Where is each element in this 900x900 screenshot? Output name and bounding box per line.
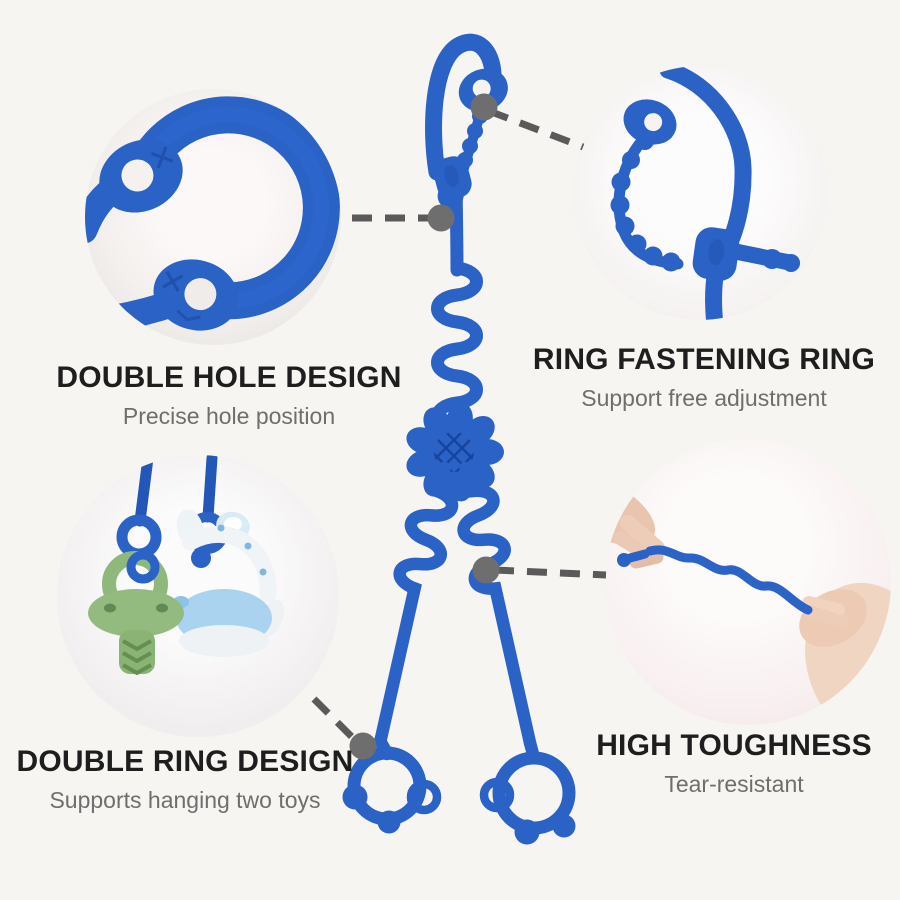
leader-line-high-toughness bbox=[493, 566, 607, 579]
callout-subtitle: Precise hole position bbox=[122, 403, 336, 429]
stretch-test-art bbox=[605, 470, 891, 725]
upper-hole-tab bbox=[99, 139, 183, 213]
connector-dot-fastening-ring bbox=[470, 93, 498, 121]
inset-double-hole-photo bbox=[85, 89, 341, 345]
leader-line-double-ring bbox=[311, 696, 359, 744]
callout-fastening-ring: RING FASTENING RING Support free adjustm… bbox=[494, 342, 900, 413]
right-hand bbox=[799, 582, 891, 725]
inset-stretch-test-photo bbox=[605, 439, 891, 725]
connector-dots bbox=[349, 93, 500, 760]
right-toy-ring bbox=[479, 736, 576, 845]
pacifier-clip-product bbox=[342, 33, 576, 845]
left-toy-ring bbox=[342, 734, 442, 834]
callout-title: DOUBLE RING DESIGN bbox=[16, 745, 354, 778]
lower-hole-tab bbox=[153, 259, 239, 331]
teether-toy bbox=[173, 509, 285, 657]
hanging-toys-art bbox=[88, 455, 285, 676]
connector-dot-high-toughness bbox=[472, 556, 500, 584]
top-slider-fastener bbox=[433, 156, 472, 209]
callout-subtitle: Support free adjustment bbox=[581, 385, 827, 411]
inset-fastening-ring-photo bbox=[573, 66, 827, 320]
double-hole-art bbox=[85, 96, 340, 333]
connector-dot-double-hole bbox=[427, 204, 455, 232]
fastening-ring-art bbox=[610, 66, 800, 320]
slider-fastener bbox=[692, 227, 800, 281]
loop-hole-tab bbox=[623, 99, 677, 145]
callout-title: RING FASTENING RING bbox=[532, 343, 876, 376]
leader-lines bbox=[311, 107, 607, 744]
callout-subtitle: Tear-resistant bbox=[664, 771, 804, 797]
callout-title: DOUBLE HOLE DESIGN bbox=[56, 361, 402, 394]
stretched-strap bbox=[617, 545, 813, 615]
inset-hanging-toys-photo bbox=[57, 455, 339, 737]
callout-double-hole: DOUBLE HOLE DESIGN Precise hole position bbox=[19, 360, 439, 431]
callout-title: HIGH TOUGHNESS bbox=[596, 729, 872, 762]
connector-dot-double-ring bbox=[349, 732, 377, 760]
callout-subtitle: Supports hanging two toys bbox=[49, 787, 321, 813]
leader-line-fastening-ring bbox=[487, 107, 585, 151]
callout-high-toughness: HIGH TOUGHNESS Tear-resistant bbox=[524, 728, 900, 799]
callout-double-ring: DOUBLE RING DESIGN Supports hanging two … bbox=[0, 744, 395, 815]
